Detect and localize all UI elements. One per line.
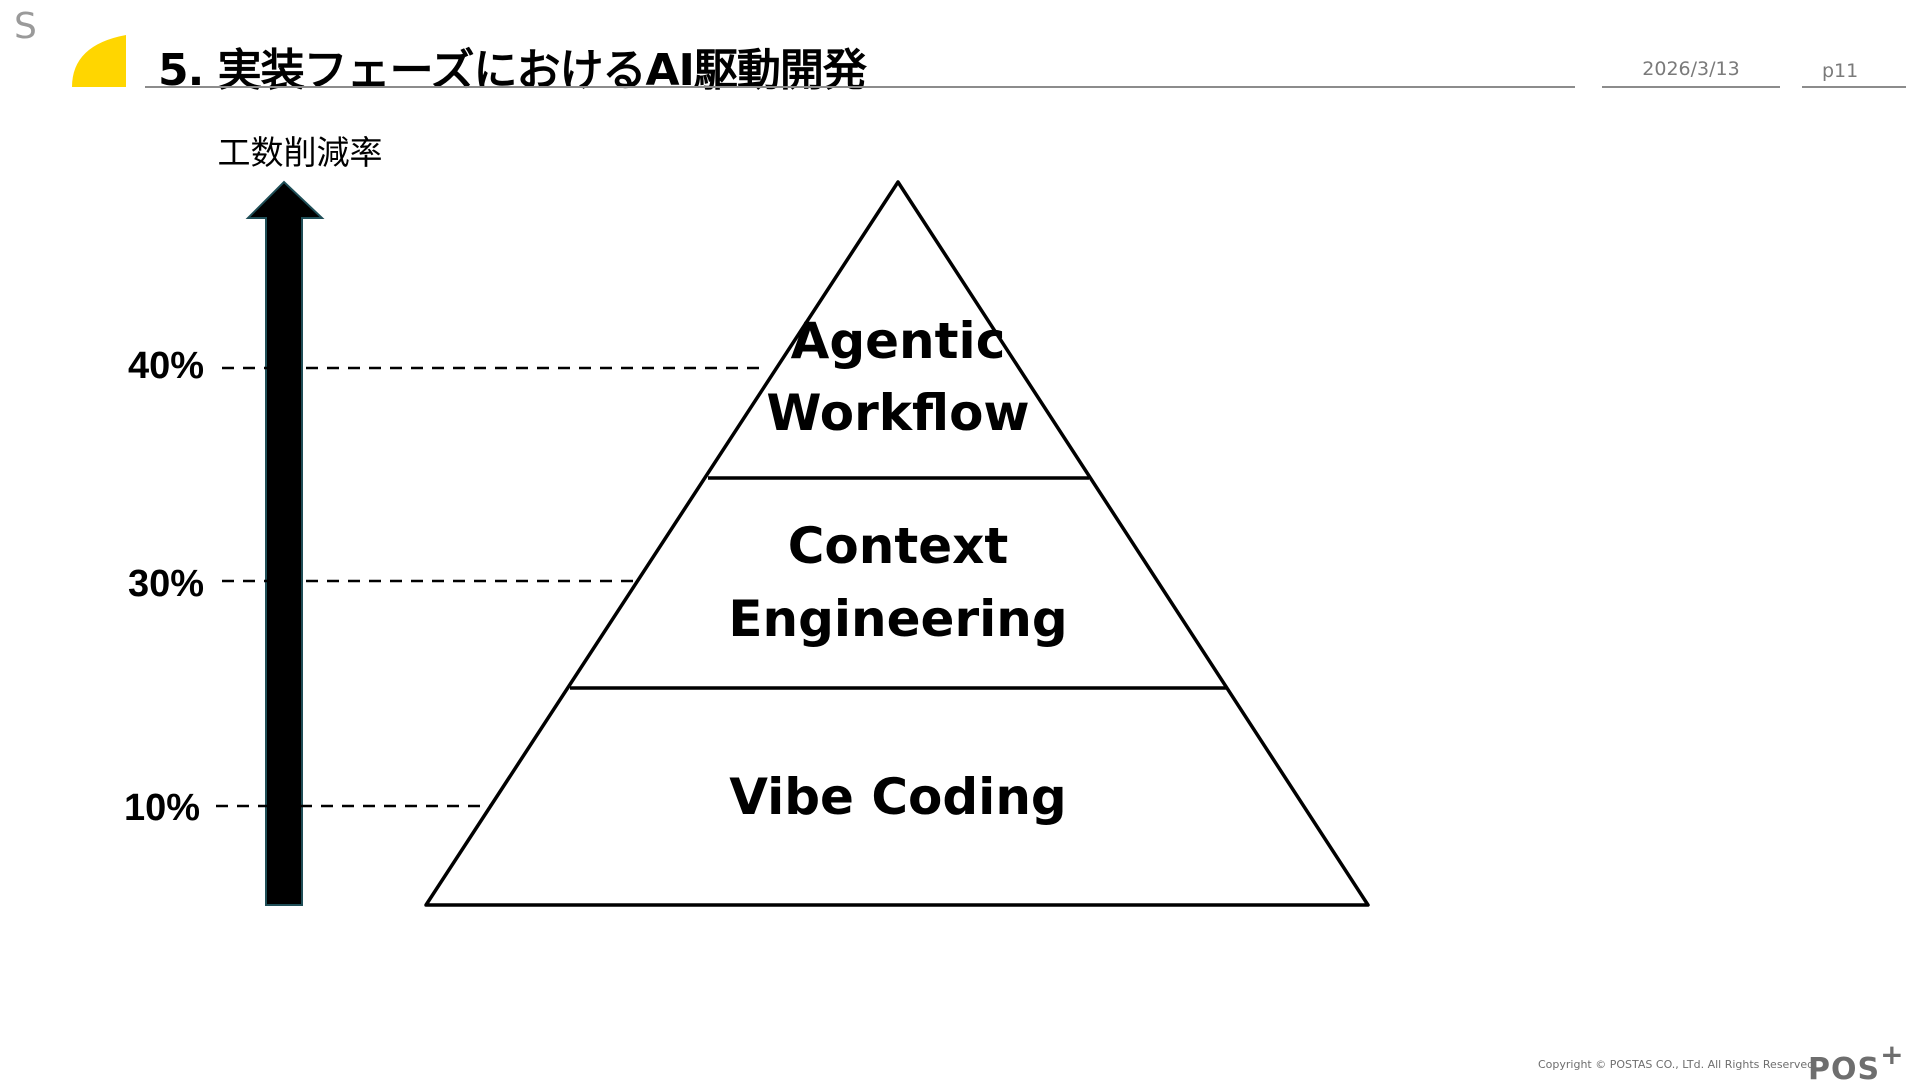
axis-label: 工数削減率 bbox=[218, 133, 383, 172]
brand-name: POS bbox=[1808, 1052, 1881, 1087]
tier-middle-line2: Engineering bbox=[728, 590, 1067, 648]
tier-top-line2: Workflow bbox=[766, 384, 1029, 442]
level-label-40: 40% bbox=[128, 345, 204, 387]
tier-middle-line1: Context bbox=[788, 517, 1009, 575]
pyramid bbox=[424, 180, 1370, 907]
page-number: p11 bbox=[1822, 60, 1859, 82]
up-arrow-icon bbox=[245, 180, 325, 906]
brand-plus: + bbox=[1880, 1038, 1905, 1071]
level-label-30: 30% bbox=[128, 563, 204, 605]
brand-logo: POS+ bbox=[1808, 1038, 1905, 1087]
page-underline bbox=[1802, 86, 1906, 88]
logo-mark-icon bbox=[72, 35, 126, 87]
tier-bottom-line1: Vibe Coding bbox=[729, 768, 1066, 826]
tier-top-line1: Agentic bbox=[791, 312, 1006, 370]
date-underline bbox=[1602, 86, 1780, 88]
copyright-notice: Copyright © POSTAS CO., LTd. All Rights … bbox=[1538, 1058, 1818, 1071]
level-label-10: 10% bbox=[124, 787, 200, 829]
slide-date: 2026/3/13 bbox=[1642, 58, 1740, 80]
title-underline bbox=[145, 86, 1575, 88]
corner-letter: S bbox=[14, 6, 37, 47]
